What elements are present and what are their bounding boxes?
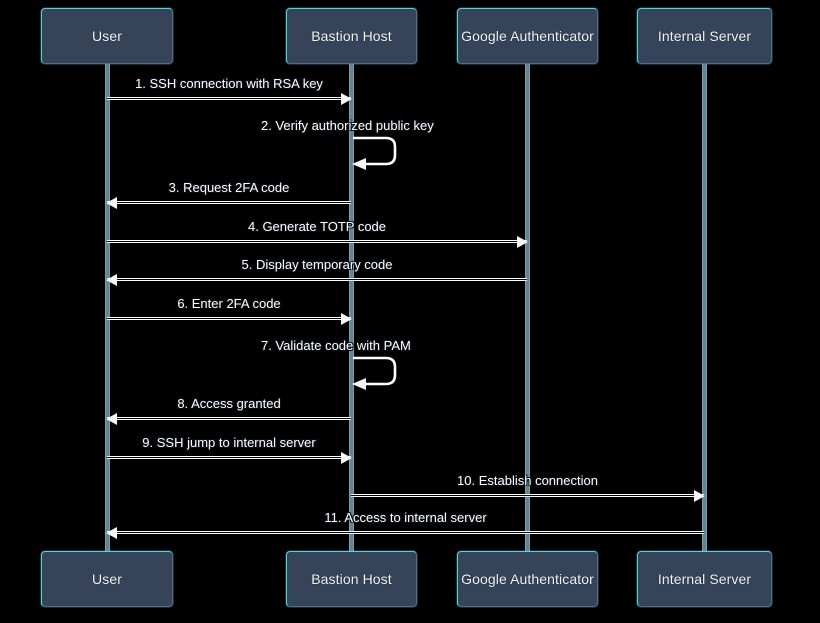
message-line bbox=[107, 417, 351, 420]
participant-label: Google Authenticator bbox=[461, 571, 594, 587]
lifeline-bastion bbox=[349, 64, 354, 551]
message-line bbox=[351, 494, 704, 497]
message-label: 1. SSH connection with RSA key bbox=[135, 76, 323, 91]
participant-label: Bastion Host bbox=[311, 28, 392, 44]
self-message-2[interactable]: 2. Verify authorized public key bbox=[261, 119, 434, 178]
lifeline-server bbox=[702, 64, 707, 551]
participant-box-user-top[interactable]: User bbox=[41, 8, 173, 64]
message-line bbox=[107, 456, 351, 459]
lifeline-user bbox=[105, 64, 110, 551]
message-label: 9. SSH jump to internal server bbox=[142, 435, 316, 450]
arrowhead-icon bbox=[517, 236, 528, 248]
message-line bbox=[107, 97, 351, 100]
arrowhead-icon bbox=[341, 313, 352, 325]
arrowhead-icon bbox=[106, 197, 117, 209]
arrowhead-icon bbox=[341, 452, 352, 464]
participant-label: Internal Server bbox=[657, 571, 752, 587]
message-line bbox=[107, 240, 527, 243]
arrowhead-icon bbox=[694, 490, 705, 502]
self-message-7[interactable]: 7. Validate code with PAM bbox=[261, 339, 411, 398]
arrowhead-icon bbox=[341, 93, 352, 105]
arrowhead-icon bbox=[106, 527, 117, 539]
lifeline-gauth bbox=[525, 64, 530, 551]
message-label: 5. Display temporary code bbox=[241, 257, 393, 272]
arrowhead-icon bbox=[106, 413, 117, 425]
arrowhead-icon bbox=[106, 274, 117, 286]
message-label: 4. Generate TOTP code bbox=[247, 219, 387, 234]
participant-box-gauth-bottom[interactable]: Google Authenticator bbox=[457, 551, 598, 607]
participant-box-server-top[interactable]: Internal Server bbox=[637, 8, 772, 64]
message-label: 11. Access to internal server bbox=[324, 510, 487, 525]
message-line bbox=[107, 531, 704, 534]
message-label: 10. Establish connection bbox=[457, 473, 598, 488]
participant-box-bastion-bottom[interactable]: Bastion Host bbox=[286, 551, 417, 607]
participant-label: Bastion Host bbox=[311, 571, 392, 587]
message-label: 7. Validate code with PAM bbox=[261, 338, 411, 353]
participant-label: User bbox=[92, 571, 122, 587]
message-line bbox=[107, 201, 351, 204]
message-line bbox=[107, 317, 351, 320]
participant-box-gauth-top[interactable]: Google Authenticator bbox=[457, 8, 598, 64]
message-label: 8. Access granted bbox=[177, 396, 281, 411]
participant-label: Google Authenticator bbox=[461, 28, 594, 44]
message-label: 2. Verify authorized public key bbox=[261, 118, 434, 133]
participant-label: Internal Server bbox=[657, 28, 752, 44]
participant-box-user-bottom[interactable]: User bbox=[41, 551, 173, 607]
participant-label: User bbox=[92, 28, 122, 44]
participant-box-bastion-top[interactable]: Bastion Host bbox=[286, 8, 417, 64]
message-label: 6. Enter 2FA code bbox=[177, 296, 281, 311]
message-label: 3. Request 2FA code bbox=[168, 180, 290, 195]
message-line bbox=[107, 278, 527, 281]
participant-box-server-bottom[interactable]: Internal Server bbox=[637, 551, 772, 607]
